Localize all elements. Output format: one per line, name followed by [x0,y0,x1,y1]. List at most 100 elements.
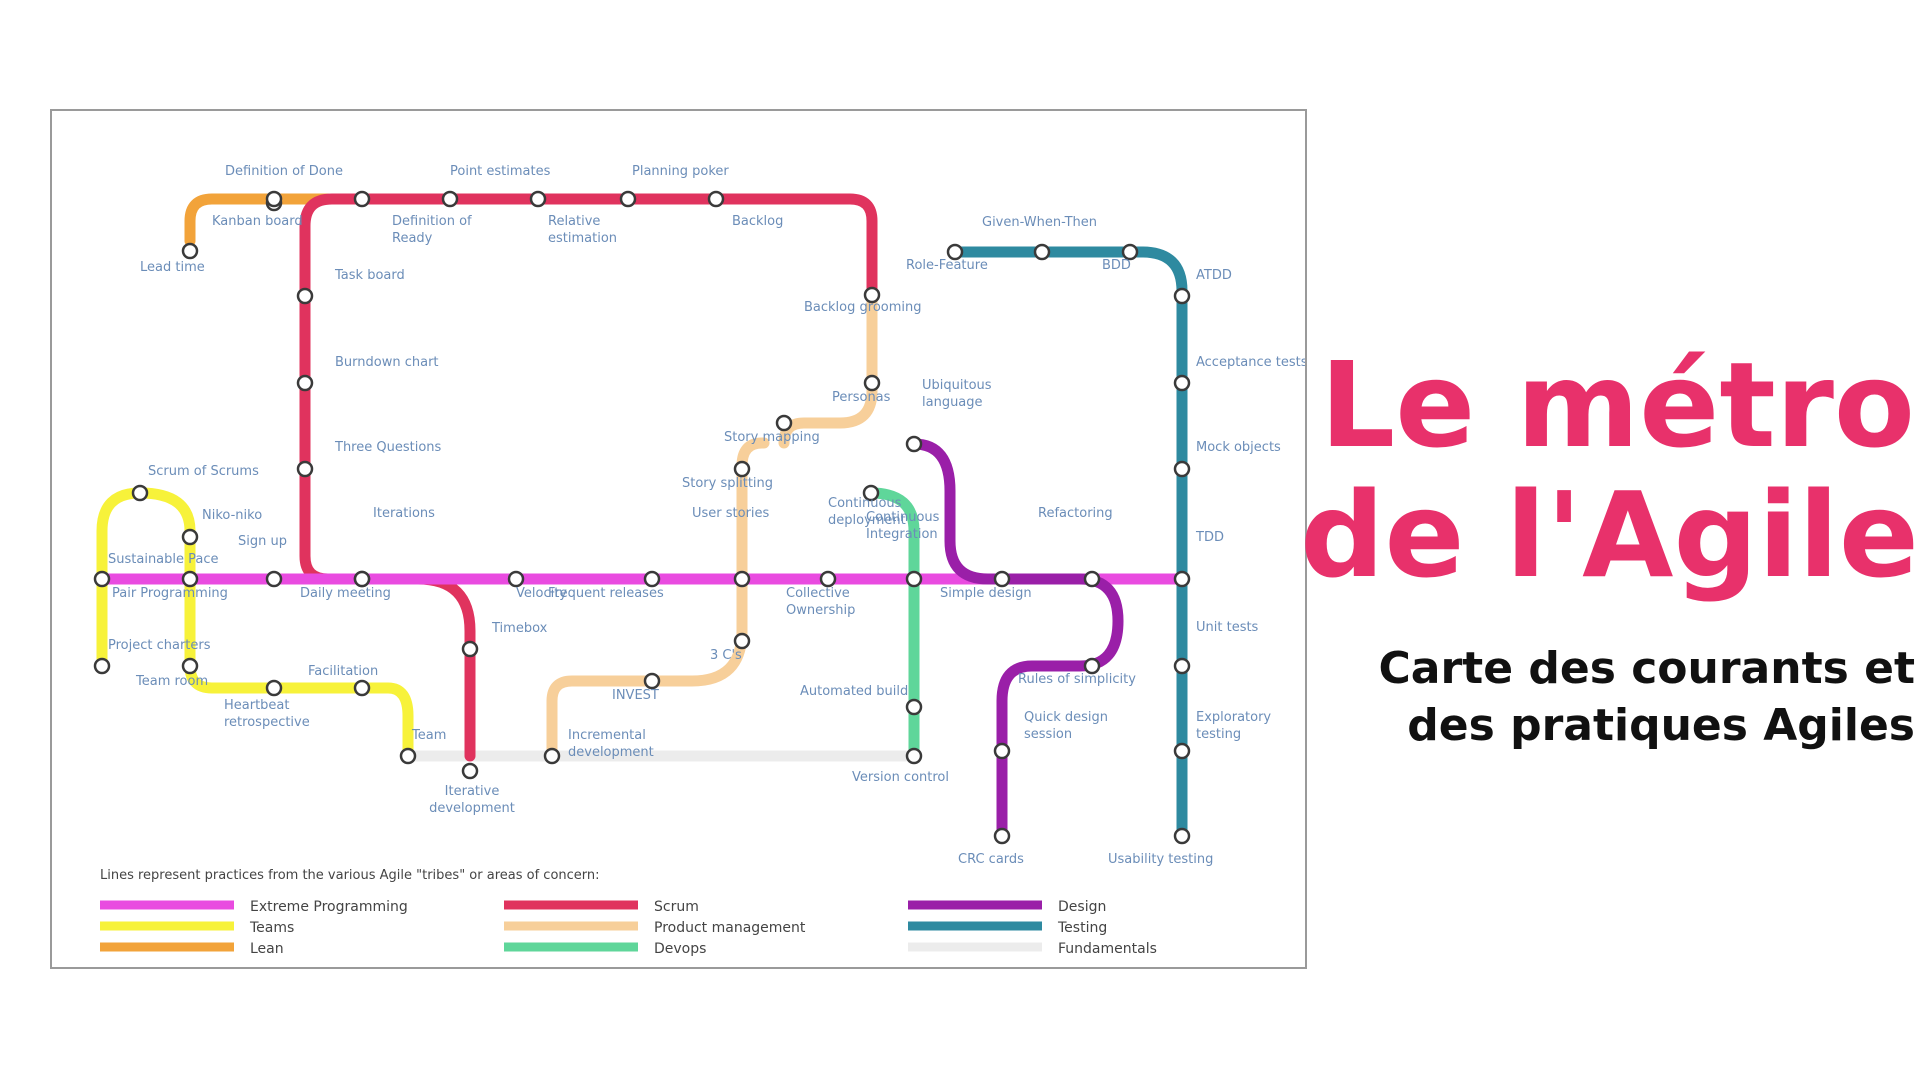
station-project-charters-label: Project charters [108,638,211,653]
station-story-splitting-marker[interactable] [733,460,751,478]
legend-label-fundamentals: Fundamentals [1058,941,1157,957]
station-team-marker[interactable] [399,747,417,765]
station-given-when-then-marker[interactable] [1033,243,1051,261]
station-refactoring-label: Refactoring [1038,506,1113,521]
station-mock-objects-marker[interactable] [1173,460,1191,478]
station-team-room-marker[interactable] [181,657,199,675]
station-timebox-marker[interactable] [461,640,479,658]
station-three-questions-marker[interactable] [296,460,314,478]
station-acceptance-tests-marker[interactable] [1173,374,1191,392]
scrum-line-top [299,193,878,762]
station-crc-cards-marker[interactable] [993,827,1011,845]
station-burndown-chart-marker[interactable] [296,374,314,392]
station-heartbeat-retrospective-marker[interactable] [265,679,283,697]
title-block: Le métro de l'Agile Carte des courants e… [1300,340,1919,754]
station-tdd-marker[interactable] [1173,570,1191,588]
station-sustainable-pace-marker[interactable] [93,570,111,588]
station-velocity-label: Velocity [516,586,567,601]
station-planning-poker-marker[interactable] [619,190,637,208]
station-niko-niko-marker[interactable] [181,528,199,546]
testing-line [949,246,1188,842]
station-bdd-label: BDD [1102,258,1131,273]
page-title-line2: de l'Agile [1300,466,1919,604]
station-version-control-marker[interactable] [905,747,923,765]
station-definition-of-ready-marker[interactable] [353,190,371,208]
station-usability-testing-label: Usability testing [1108,852,1213,867]
station-definition-of-done-marker[interactable] [265,190,283,208]
station-facilitation-marker[interactable] [353,679,371,697]
station-exploratory-testing-marker[interactable] [1173,742,1191,760]
station-scrum-of-scrums-marker[interactable] [131,484,149,502]
station-pair-programming-marker[interactable] [181,570,199,588]
station-usability-testing-marker[interactable] [1173,827,1191,845]
station-backlog-grooming-marker[interactable] [863,286,881,304]
station-quick-design-session-marker[interactable] [993,742,1011,760]
legend-label-testing: Testing [1057,920,1107,936]
station-continuous-deployment-marker[interactable] [862,484,880,502]
station-backlog-marker[interactable] [707,190,725,208]
legend: Lines represent practices from the vario… [100,868,1157,957]
station-iterative-development-marker[interactable] [461,762,479,780]
station-sustainable-pace-label: Sustainable Pace [108,552,219,567]
station-atdd-marker[interactable] [1173,287,1191,305]
station-lead-time-marker[interactable] [181,242,199,260]
station-continuous-integration-marker[interactable] [905,570,923,588]
station-incremental-development-marker[interactable] [543,747,561,765]
station-atdd-label: ATDD [1196,268,1232,283]
station-automated-build-marker[interactable] [905,698,923,716]
station-story-mapping-label: Story mapping [724,430,820,445]
station-lead-time-label: Lead time [140,260,205,275]
station-task-board-marker[interactable] [296,287,314,305]
station-project-charters-marker[interactable] [93,657,111,675]
station-mock-objects-label: Mock objects [1196,440,1281,455]
station-velocity-marker[interactable] [507,570,525,588]
station-relative-estimation-marker[interactable] [529,190,547,208]
station-rules-of-simplicity-marker[interactable] [1083,657,1101,675]
station-personas-marker[interactable] [863,374,881,392]
station-frequent-releases-marker[interactable] [643,570,661,588]
legend-label-xp: Extreme Programming [250,899,408,915]
station-frequent-releases-label: Frequent releases [548,586,664,601]
station-unit-tests-marker[interactable] [1173,657,1191,675]
stations-layer [93,190,1191,845]
station-facilitation-label: Facilitation [308,664,378,679]
station-backlog-label: Backlog [732,214,783,229]
station-given-when-then-label: Given-When-Then [982,215,1097,230]
station-automated-build-label: Automated build [800,684,908,699]
station-invest-marker[interactable] [643,672,661,690]
station-three-cs-label: 3 C's [710,648,742,663]
station-team-room-label: Team room [135,674,208,689]
legend-label-devops: Devops [654,941,706,957]
station-version-control-label: Version control [852,770,949,785]
station-story-mapping-marker[interactable] [775,414,793,432]
station-task-board-label: Task board [334,268,405,283]
station-ubiquitous-language-marker[interactable] [905,435,923,453]
station-kanban-board-label: Kanban board [212,214,303,229]
station-simple-design-marker[interactable] [993,570,1011,588]
station-user-stories-label: User stories [692,506,770,521]
station-collective-ownership-marker[interactable] [819,570,837,588]
station-refactoring-marker[interactable] [1083,570,1101,588]
product-management-line [546,289,878,762]
station-point-estimates-marker[interactable] [441,190,459,208]
station-sign-up-marker[interactable] [265,570,283,588]
station-three-cs-marker[interactable] [733,632,751,650]
station-scrum-of-scrums-label: Scrum of Scrums [148,464,259,479]
page-subtitle-line1: Carte des courants et [1378,643,1916,694]
station-point-estimates-label: Point estimates [450,164,551,179]
station-user-stories-marker[interactable] [733,570,751,588]
station-bdd-marker[interactable] [1121,243,1139,261]
station-role-feature-marker[interactable] [946,243,964,261]
legend-label-teams: Teams [249,920,294,936]
station-daily-meeting-marker[interactable] [353,570,371,588]
station-invest-label: INVEST [612,688,659,703]
station-tdd-label: TDD [1195,530,1224,545]
